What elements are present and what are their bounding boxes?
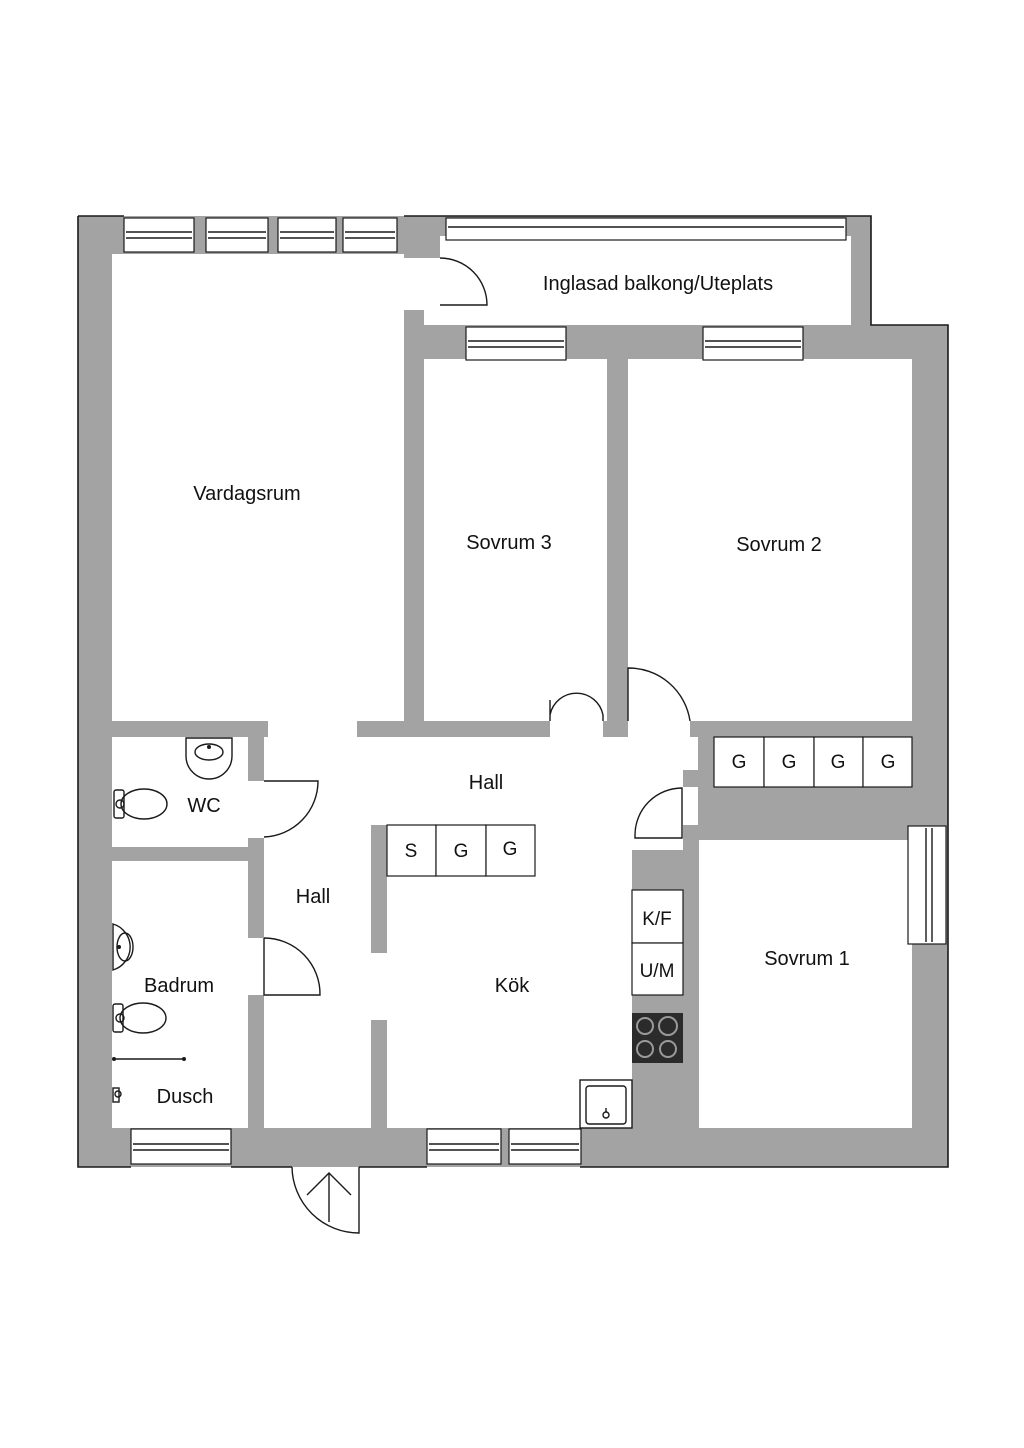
doors bbox=[263, 257, 691, 1234]
room-interiors bbox=[112, 236, 912, 1128]
bedroom1-label: Sovrum 1 bbox=[764, 948, 850, 970]
wardrobe-label: G bbox=[831, 752, 846, 773]
hall-storage-label: G bbox=[503, 839, 518, 860]
balcony-door bbox=[439, 257, 488, 306]
bedroom3-door bbox=[549, 692, 604, 721]
wc-label: WC bbox=[187, 795, 220, 817]
kitchen-appliances: K/F U/M bbox=[631, 889, 684, 996]
bathroom-sink-icon bbox=[112, 923, 134, 971]
wardrobe-label: G bbox=[732, 752, 747, 773]
wc-door bbox=[263, 780, 319, 838]
wardrobe-label: G bbox=[782, 752, 797, 773]
hall-lower-label: Hall bbox=[296, 886, 330, 908]
stove-icon bbox=[632, 1013, 683, 1063]
shower-fixture-icon bbox=[112, 1057, 186, 1103]
bedroom1-wardrobes: G G G G bbox=[713, 736, 913, 788]
kitchen-label: Kök bbox=[495, 975, 530, 997]
sink-icon bbox=[185, 737, 233, 780]
bedroom3-label: Sovrum 3 bbox=[466, 532, 552, 554]
bathroom-door bbox=[263, 937, 321, 996]
windows bbox=[123, 217, 947, 1165]
room-labels: Inglasad balkong/Uteplats Vardagsrum Sov… bbox=[144, 273, 850, 1108]
kitchen-sink-icon bbox=[579, 1079, 633, 1129]
bathroom-label: Badrum bbox=[144, 975, 214, 997]
bedroom1-door bbox=[634, 787, 683, 839]
hall-storage-label: G bbox=[454, 841, 469, 862]
living-room-label: Vardagsrum bbox=[193, 483, 300, 505]
hall-storage-units: S G G bbox=[386, 824, 536, 877]
hall-storage-label: S bbox=[405, 841, 418, 862]
hall-upper-label: Hall bbox=[469, 772, 503, 794]
outline bbox=[77, 215, 949, 1168]
wardrobe-label: G bbox=[881, 752, 896, 773]
entrance-door bbox=[291, 1166, 360, 1234]
toilet-icon bbox=[113, 788, 168, 820]
dishwasher-label: U/M bbox=[640, 961, 675, 982]
shower-label: Dusch bbox=[157, 1086, 214, 1108]
bathroom-toilet-icon bbox=[112, 1002, 167, 1034]
bedroom2-door bbox=[627, 667, 691, 722]
entrance-arrow-icon bbox=[306, 1172, 352, 1222]
balcony-label: Inglasad balkong/Uteplats bbox=[543, 273, 773, 295]
bedroom2-label: Sovrum 2 bbox=[736, 534, 822, 556]
fridge-freezer-label: K/F bbox=[642, 909, 672, 930]
